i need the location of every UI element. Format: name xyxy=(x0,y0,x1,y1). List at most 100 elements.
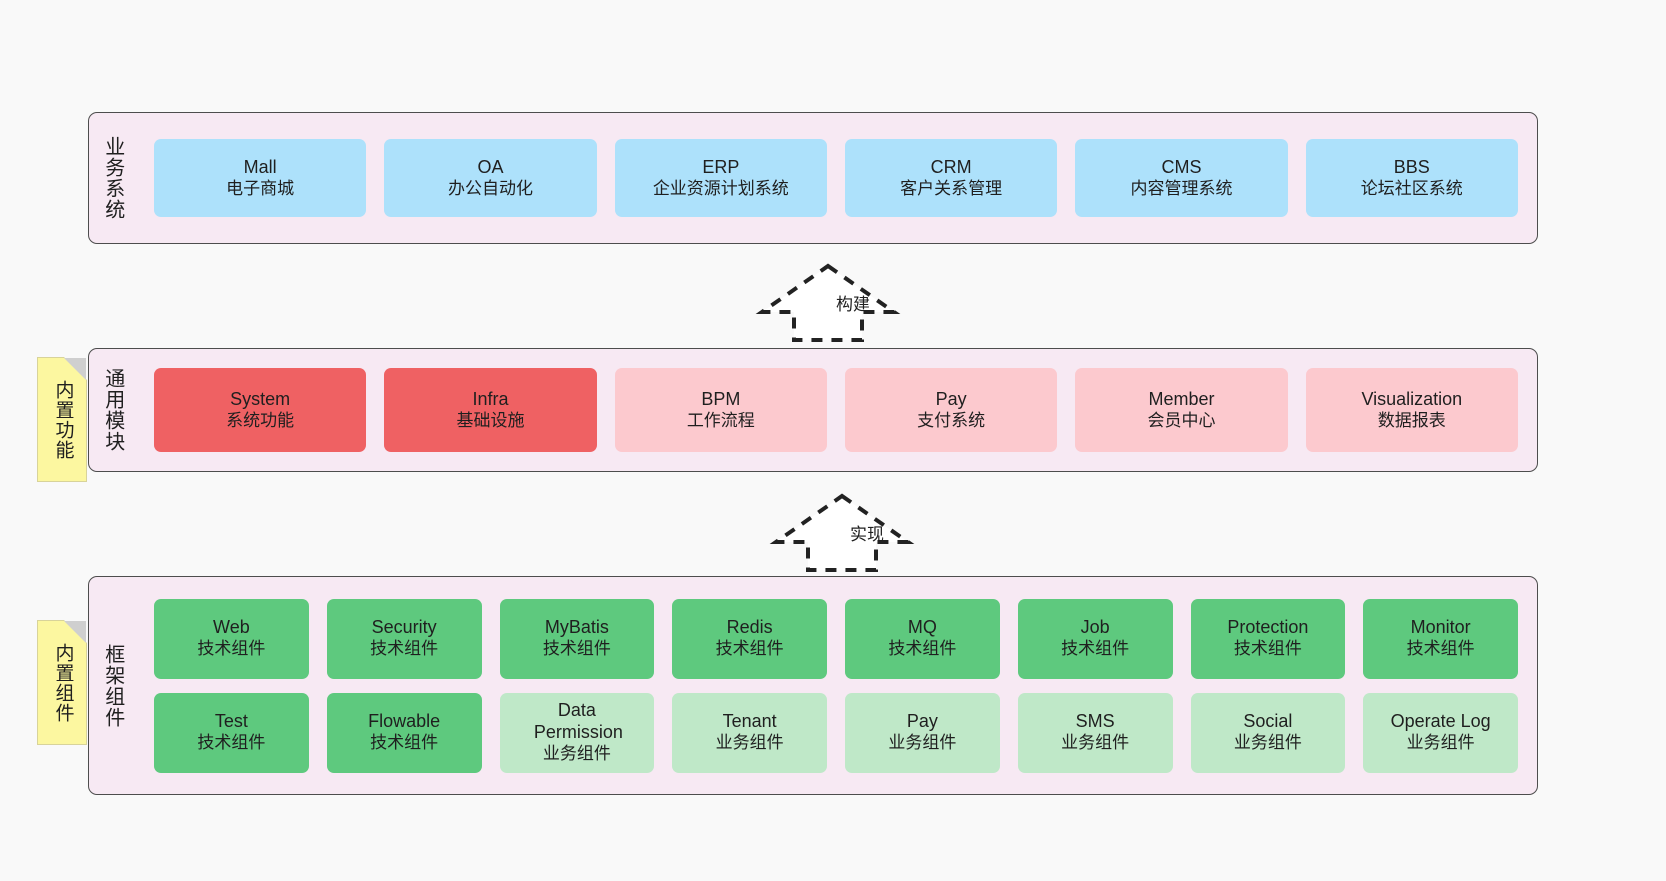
card-title-en: CMS xyxy=(1161,156,1202,177)
card-title-cn: 业务组件 xyxy=(715,733,784,753)
card-title-en: BBS xyxy=(1393,156,1430,177)
card-social[interactable]: Social 业务组件 xyxy=(1190,692,1346,773)
card-title-en: Mall xyxy=(243,156,277,177)
card-title-cn: 客户关系管理 xyxy=(900,178,1003,198)
card-title-en: ERP xyxy=(702,156,740,177)
card-mq[interactable]: MQ 技术组件 xyxy=(845,598,1000,679)
card-title-en: Member xyxy=(1148,388,1215,409)
card-title-en: Social xyxy=(1243,711,1293,732)
card-title-cn: 内容管理系统 xyxy=(1130,178,1233,198)
card-title-cn: 技术组件 xyxy=(715,639,784,659)
card-title-cn: 技术组件 xyxy=(1061,639,1130,659)
card-test[interactable]: Test 技术组件 xyxy=(154,692,309,773)
sticky-note-builtin-component: 内置组件 xyxy=(37,620,87,745)
business-system-cards: Mall 电子商城 OA 办公自动化 ERP 企业资源计划系统 CRM 客户关系… xyxy=(135,113,1537,243)
card-title-cn: 支付系统 xyxy=(917,410,986,430)
note-fold-icon xyxy=(64,358,86,380)
card-web[interactable]: Web 技术组件 xyxy=(154,598,309,679)
card-title-cn: 技术组件 xyxy=(197,639,266,659)
card-title-en: Infra xyxy=(472,388,509,409)
card-title-en: Flowable xyxy=(368,711,441,732)
connector-label-build: 构建 xyxy=(836,295,870,314)
card-infra[interactable]: Infra 基础设施 xyxy=(384,368,597,452)
card-title-en: System xyxy=(230,388,291,409)
card-title-en: Visualization xyxy=(1361,388,1463,409)
card-title-cn: 业务组件 xyxy=(1233,733,1302,753)
card-bpm[interactable]: BPM 工作流程 xyxy=(614,368,827,452)
card-title-cn: 系统功能 xyxy=(226,410,295,430)
card-flowable[interactable]: Flowable 技术组件 xyxy=(326,692,482,773)
implement-arrow-icon xyxy=(769,493,915,572)
card-title-en: CRM xyxy=(930,156,972,177)
card-monitor[interactable]: Monitor 技术组件 xyxy=(1363,598,1518,679)
card-title-en: BPM xyxy=(701,388,741,409)
card-title-en: Web xyxy=(213,617,250,638)
card-data-permission[interactable]: Data Permission 业务组件 xyxy=(499,692,655,773)
card-tenant[interactable]: Tenant 业务组件 xyxy=(672,692,827,773)
framework-row-business: Test 技术组件 Flowable 技术组件 Data Permission … xyxy=(145,692,1527,773)
layer-title-business-system: 业务系统 xyxy=(101,136,124,220)
card-bbs[interactable]: BBS 论坛社区系统 xyxy=(1305,139,1518,217)
card-title-en: Tenant xyxy=(722,711,777,732)
card-title-cn: 技术组件 xyxy=(370,639,439,659)
note-fold-icon xyxy=(64,621,86,643)
card-cms[interactable]: CMS 内容管理系统 xyxy=(1075,139,1288,217)
card-visualization[interactable]: Visualization 数据报表 xyxy=(1305,368,1518,452)
card-title-en: Protection xyxy=(1227,617,1309,638)
card-title-cn: 技术组件 xyxy=(542,639,611,659)
layer-framework-component: 框架组件 Web 技术组件 Security 技术组件 MyBatis 技术组件… xyxy=(88,576,1538,795)
card-title-en: Job xyxy=(1080,617,1110,638)
layer-business-system: 业务系统 Mall 电子商城 OA 办公自动化 ERP 企业资源计划系统 CRM… xyxy=(88,112,1538,244)
card-title-en: Security xyxy=(371,617,437,638)
common-module-cards: System 系统功能 Infra 基础设施 BPM 工作流程 Pay 支付系统… xyxy=(135,349,1537,471)
card-redis[interactable]: Redis 技术组件 xyxy=(672,598,827,679)
card-title-cn: 论坛社区系统 xyxy=(1360,178,1463,198)
sticky-note-label: 内置功能 xyxy=(52,379,74,460)
card-security[interactable]: Security 技术组件 xyxy=(326,598,482,679)
build-arrow-icon xyxy=(755,263,901,342)
card-title-cn: 技术组件 xyxy=(1233,639,1302,659)
card-title-cn: 企业资源计划系统 xyxy=(652,178,789,198)
framework-row-technical: Web 技术组件 Security 技术组件 MyBatis 技术组件 Redi… xyxy=(145,598,1527,679)
card-title-cn: 业务组件 xyxy=(1406,733,1475,753)
card-oa[interactable]: OA 办公自动化 xyxy=(384,139,597,217)
card-title-en: Redis xyxy=(726,617,773,638)
card-mybatis[interactable]: MyBatis 技术组件 xyxy=(499,598,655,679)
card-system[interactable]: System 系统功能 xyxy=(154,368,367,452)
card-title-en: SMS xyxy=(1075,711,1115,732)
card-job[interactable]: Job 技术组件 xyxy=(1017,598,1173,679)
card-sms[interactable]: SMS 业务组件 xyxy=(1017,692,1173,773)
card-title-cn: 技术组件 xyxy=(888,639,957,659)
card-title-en: Pay xyxy=(935,388,967,409)
card-title-en: Monitor xyxy=(1410,617,1471,638)
card-title-cn: 技术组件 xyxy=(197,733,266,753)
card-title-en: OA xyxy=(477,156,504,177)
card-title-en: MQ xyxy=(907,617,937,638)
connector-build: 构建 xyxy=(755,262,901,342)
sticky-note-label: 内置组件 xyxy=(52,642,74,723)
card-erp[interactable]: ERP 企业资源计划系统 xyxy=(614,139,827,217)
card-title-en: Data Permission xyxy=(533,700,623,743)
sticky-note-builtin-function: 内置功能 xyxy=(37,357,87,482)
card-title-cn: 办公自动化 xyxy=(447,178,533,198)
card-pay-component[interactable]: Pay 业务组件 xyxy=(845,692,1000,773)
card-member[interactable]: Member 会员中心 xyxy=(1075,368,1288,452)
card-title-cn: 业务组件 xyxy=(888,733,957,753)
card-pay[interactable]: Pay 支付系统 xyxy=(844,368,1058,452)
card-title-en: Pay xyxy=(906,711,938,732)
card-protection[interactable]: Protection 技术组件 xyxy=(1190,598,1346,679)
card-title-cn: 基础设施 xyxy=(456,410,525,430)
card-operate-log[interactable]: Operate Log 业务组件 xyxy=(1363,692,1518,773)
layer-title-common-module: 通用模块 xyxy=(101,368,124,452)
framework-component-cards: Web 技术组件 Security 技术组件 MyBatis 技术组件 Redi… xyxy=(135,577,1537,794)
card-title-cn: 工作流程 xyxy=(686,410,755,430)
card-title-en: MyBatis xyxy=(544,617,609,638)
layer-title-framework-component: 框架组件 xyxy=(101,643,124,728)
card-title-cn: 数据报表 xyxy=(1377,410,1446,430)
card-crm[interactable]: CRM 客户关系管理 xyxy=(844,139,1058,217)
connector-implement: 实现 xyxy=(769,492,915,572)
card-title-en: Test xyxy=(214,711,248,732)
connector-label-implement: 实现 xyxy=(850,525,884,544)
card-mall[interactable]: Mall 电子商城 xyxy=(154,139,367,217)
